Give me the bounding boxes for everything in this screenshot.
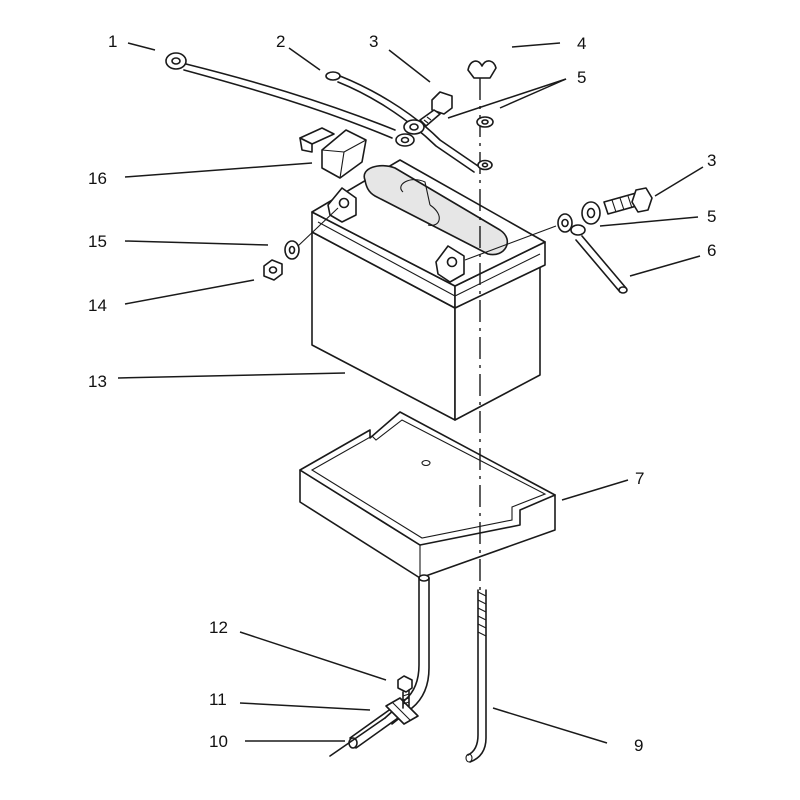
leader-lines <box>117 42 704 744</box>
battery-cable <box>165 52 396 139</box>
lock-washer <box>284 240 300 260</box>
battery <box>311 159 546 421</box>
terminal-centerline <box>297 207 339 247</box>
callout-3: 3 <box>369 32 378 51</box>
callout-4: 4 <box>577 34 586 53</box>
wing-nut <box>467 60 497 79</box>
washer <box>403 119 425 135</box>
callout-16: 16 <box>88 169 107 188</box>
washer <box>581 201 601 225</box>
callout-10: 10 <box>209 732 228 751</box>
callout-5: 5 <box>707 207 716 226</box>
battery-cable <box>570 224 628 294</box>
washer <box>395 133 415 147</box>
callouts: 1 2 3 4 5 3 5 6 7 9 10 11 12 13 14 15 16 <box>88 32 716 755</box>
hex-nut <box>263 259 283 281</box>
screw <box>397 675 413 709</box>
ground-strap <box>325 71 479 173</box>
callout-13: 13 <box>88 372 107 391</box>
callout-12: 12 <box>209 618 228 637</box>
cable-clamp <box>385 697 419 725</box>
callout-9: 9 <box>634 736 643 755</box>
callout-1: 1 <box>108 32 117 51</box>
callout-11: 11 <box>209 690 227 709</box>
hold-down-rod <box>465 78 487 763</box>
callout-14: 14 <box>88 296 107 315</box>
terminal-centerline <box>464 225 557 261</box>
callout-2: 2 <box>276 32 285 51</box>
callout-3: 3 <box>707 151 716 170</box>
callout-5: 5 <box>577 68 586 87</box>
bolt <box>603 187 653 215</box>
terminal-cover <box>299 127 367 179</box>
callout-15: 15 <box>88 232 107 251</box>
washer <box>476 116 494 128</box>
washer <box>477 159 493 171</box>
bolt <box>419 91 453 127</box>
callout-6: 6 <box>707 241 716 260</box>
washer <box>557 213 573 233</box>
battery-tray <box>299 411 556 579</box>
battery-cable <box>329 574 430 757</box>
callout-7: 7 <box>635 469 644 488</box>
